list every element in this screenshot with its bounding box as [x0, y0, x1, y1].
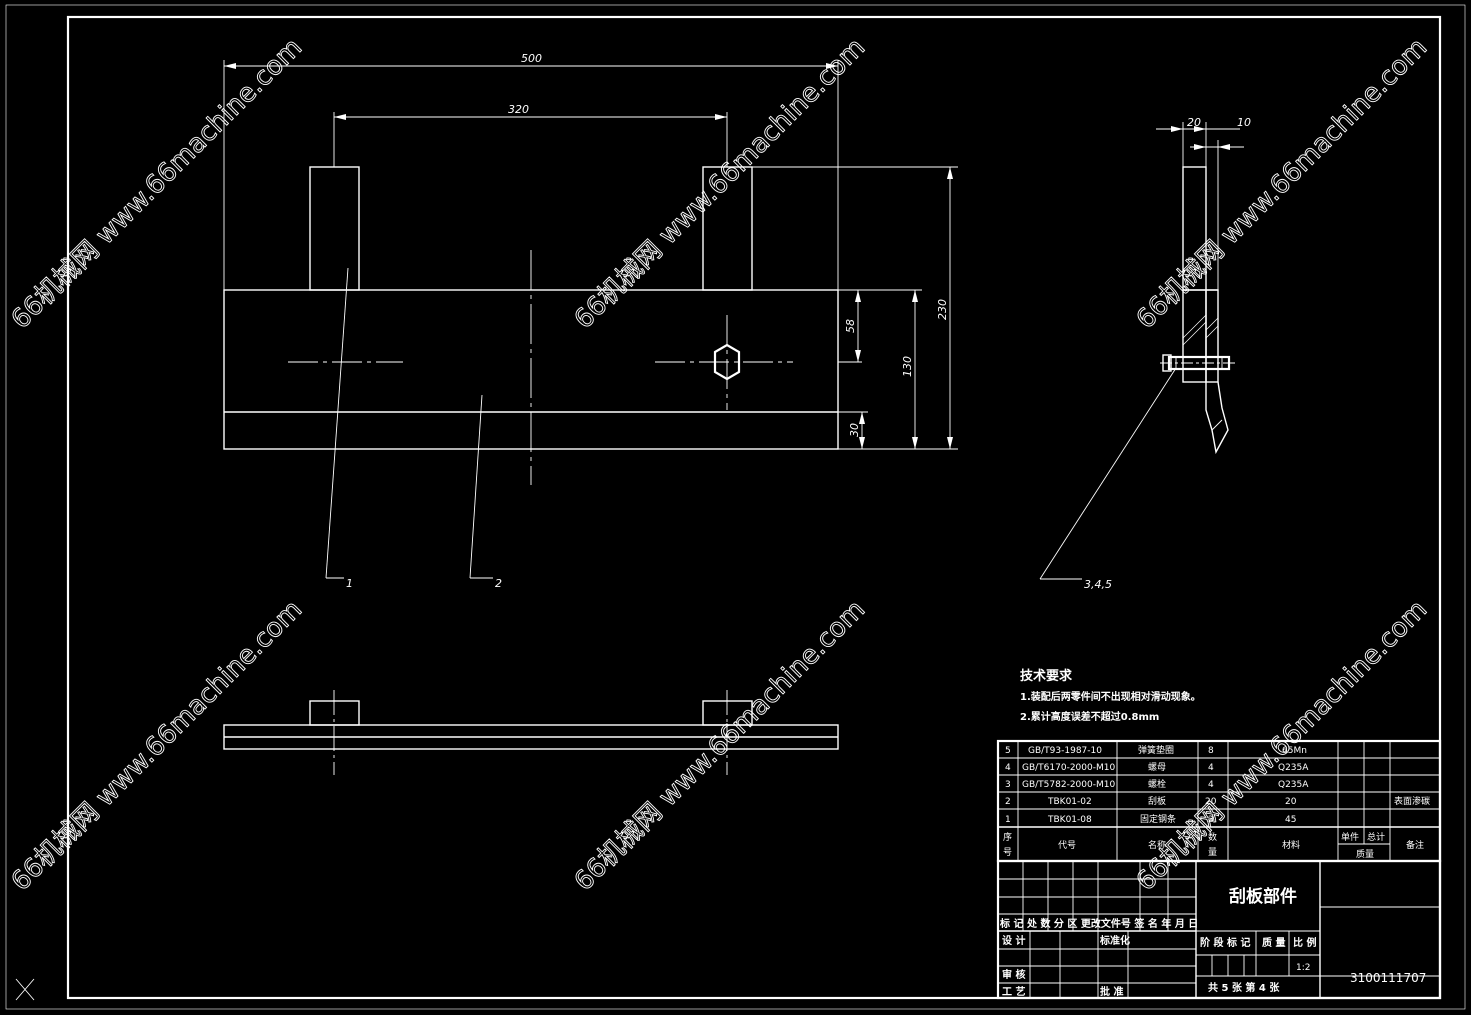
part-2-name: 刮板	[1148, 795, 1166, 807]
part-3-material: Q235A	[1278, 780, 1309, 790]
dim-overall-length: 500	[521, 52, 542, 65]
front-view: 500 320 230 130 58 30 1 2	[223, 52, 958, 590]
hex-nut	[713, 343, 741, 381]
left-post	[309, 166, 360, 291]
dim-height-total: 230	[936, 299, 949, 320]
callout-2: 2	[495, 577, 502, 590]
part-1-material: 45	[1285, 815, 1296, 825]
label-revision-header: 标 记 处 数 分 区 更改文件号 签 名 年 月 日	[999, 917, 1198, 930]
part-3-name: 螺栓	[1148, 778, 1166, 790]
tech-req-item-1: 1.装配后两零件间不出现相对滑动现象。	[1020, 690, 1201, 703]
part-3-no: 3	[1005, 780, 1011, 790]
hdr-mass: 质量	[1356, 848, 1374, 860]
part-5-material: 65Mn	[1282, 746, 1307, 756]
hdr-note: 备注	[1406, 839, 1424, 851]
sheet-count: 共 5 张 第 4 张	[1208, 981, 1280, 994]
title-block: 刮板部件 3100111707 1:2 共 5 张 第 4 张 标 记 处 数 …	[996, 859, 1442, 1000]
part-5-code: GB/T93-1987-10	[1028, 746, 1102, 756]
part-4-material: Q235A	[1278, 763, 1309, 773]
side-blade-tip	[1205, 381, 1229, 455]
part-1-name: 固定钢条	[1140, 813, 1176, 825]
part-1-qty: 2	[1208, 815, 1214, 825]
part-2-code: TBK01-02	[1047, 797, 1092, 807]
label-process: 工 艺	[1002, 985, 1025, 998]
part-4-code: GB/T6170-2000-M10	[1022, 763, 1115, 773]
part-5-qty: 8	[1208, 746, 1214, 756]
label-standardize: 标准化	[1099, 934, 1130, 947]
hdr-no-b: 号	[1003, 847, 1012, 858]
label-ratio: 比 例	[1293, 936, 1316, 949]
part-2-note: 表面渗碳	[1394, 795, 1430, 807]
label-mass: 质 量	[1262, 936, 1285, 949]
top-left-post	[309, 700, 360, 726]
ucs-icon	[15, 978, 35, 1001]
part-4-no: 4	[1005, 763, 1011, 773]
label-approve: 批 准	[1100, 985, 1123, 998]
watermark-5: 66机械网 www.66machine.com	[569, 595, 871, 897]
drawing-title: 刮板部件	[1229, 886, 1297, 907]
dim-base-height: 30	[848, 423, 861, 437]
part-1-no: 1	[1005, 815, 1011, 825]
part-1-code: TBK01-08	[1047, 815, 1092, 825]
callout-3-4-5: 3,4,5	[1084, 578, 1112, 591]
label-design: 设 计	[1002, 934, 1025, 947]
watermarks: 66机械网 www.66machine.com 66机械网 www.66mach…	[5, 32, 1433, 897]
part-5-name: 弹簧垫圈	[1138, 744, 1174, 756]
dim-side-width: 20	[1187, 116, 1201, 129]
hdr-name: 名称	[1148, 839, 1166, 851]
hdr-qty-a: 数	[1208, 831, 1217, 843]
scale-value: 1:2	[1296, 963, 1310, 973]
inner-frame	[66, 15, 1442, 1000]
dim-height-body: 130	[901, 356, 914, 377]
part-2-qty: 20	[1205, 797, 1217, 807]
tech-req-item-2: 2.累计高度误差不超过0.8mm	[1020, 710, 1159, 723]
part-5-no: 5	[1005, 746, 1011, 756]
callout-1: 1	[346, 577, 353, 590]
side-body-right	[1205, 289, 1219, 383]
drawing-number: 3100111707	[1350, 971, 1426, 985]
hdr-qty-b: 量	[1208, 847, 1217, 858]
label-review: 审 核	[1002, 968, 1025, 981]
technical-requirements: 技术要求 1.装配后两零件间不出现相对滑动现象。 2.累计高度误差不超过0.8m…	[1020, 668, 1201, 723]
label-stage: 阶 段 标 记	[1200, 936, 1250, 949]
hdr-code: 代号	[1058, 840, 1076, 851]
hdr-unit: 单件	[1341, 831, 1359, 843]
hdr-total: 总计	[1367, 831, 1385, 843]
outer-frame	[5, 4, 1466, 1010]
top-view	[223, 690, 839, 775]
part-3-qty: 4	[1208, 780, 1214, 790]
parts-list: 5 GB/T93-1987-10 弹簧垫圈 8 65Mn 4 GB/T6170-…	[996, 739, 1442, 863]
tech-req-heading: 技术要求	[1020, 668, 1073, 684]
part-3-code: GB/T5782-2000-M10	[1022, 780, 1115, 790]
dim-side-thickness: 10	[1237, 116, 1251, 129]
side-view: 20 10 3,4,5	[1039, 116, 1251, 591]
watermark-3: 66机械网 www.66machine.com	[1131, 33, 1433, 335]
hdr-material: 材料	[1282, 839, 1300, 851]
watermark-6: 66机械网 www.66machine.com	[1131, 595, 1433, 897]
dim-hex-offset: 58	[844, 319, 857, 333]
part-2-material: 20	[1285, 797, 1297, 807]
part-2-no: 2	[1005, 797, 1011, 807]
watermark-4: 66机械网 www.66machine.com	[6, 595, 308, 897]
part-4-name: 螺母	[1148, 762, 1166, 773]
part-4-qty: 4	[1208, 763, 1214, 773]
dim-post-spacing: 320	[508, 103, 529, 116]
hdr-no-a: 序	[1003, 831, 1012, 843]
